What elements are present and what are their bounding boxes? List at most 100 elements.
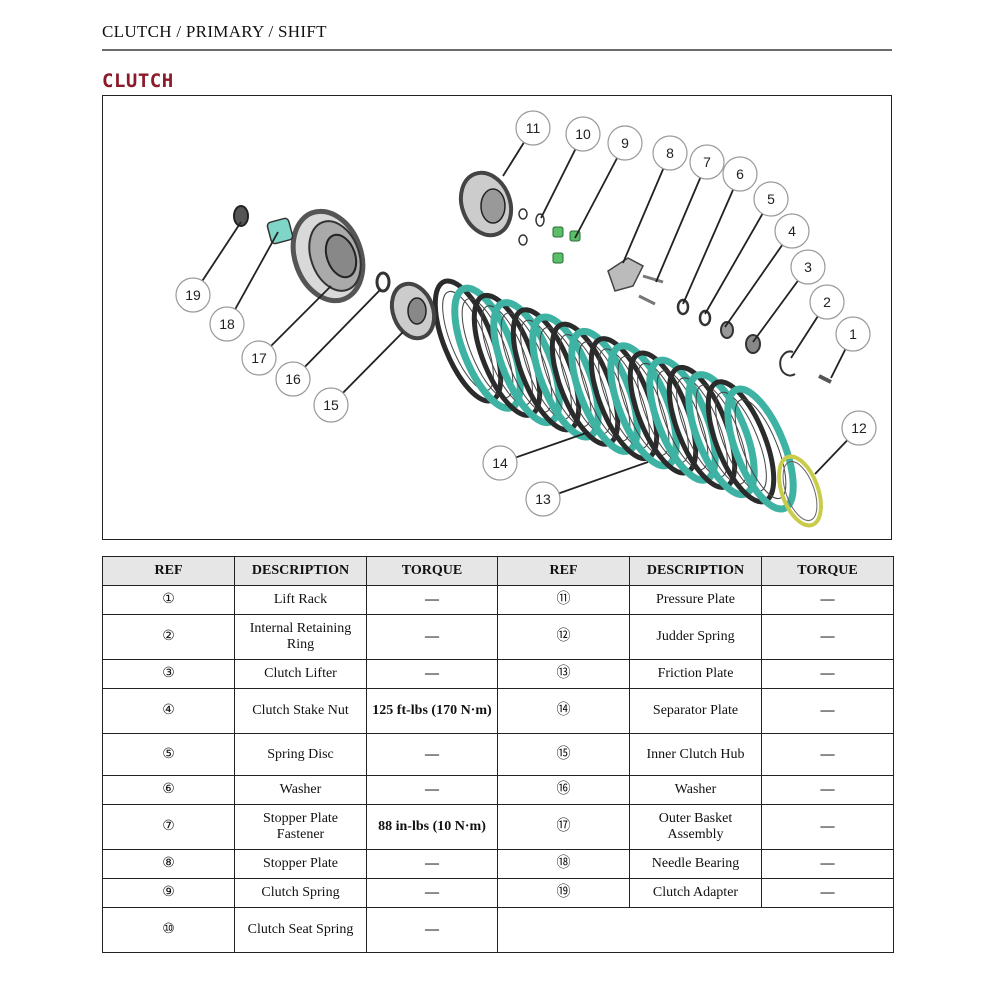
- plate-inner-edge: [442, 290, 494, 392]
- ref-cell: ④: [102, 688, 235, 734]
- plate-inner-edge: [676, 377, 728, 478]
- plate-inner-edge: [539, 326, 592, 428]
- torque-cell: —: [366, 849, 498, 879]
- torque-cell: —: [761, 878, 894, 908]
- inner-clutch-hub-center: [407, 297, 427, 325]
- description-cell: Lift Rack: [234, 585, 367, 615]
- description-cell: Washer: [234, 775, 367, 805]
- ref-cell: ②: [102, 614, 235, 660]
- plate-inner-edge: [500, 312, 553, 413]
- description-cell: Clutch Spring: [234, 878, 367, 908]
- plate-inner-edge: [695, 384, 748, 485]
- plate-inner-edge: [656, 370, 709, 471]
- callout-circle: [241, 340, 277, 376]
- callout-number: 18: [219, 316, 235, 332]
- lift-rack: [818, 374, 832, 384]
- plate-inner-edge: [734, 398, 787, 500]
- plate-inner-edge: [481, 305, 533, 406]
- judder-spring-inner: [782, 460, 818, 522]
- description-cell: Stopper Plate Fastener: [234, 804, 367, 850]
- callout-number: 1: [849, 326, 857, 342]
- ref-cell: ①: [102, 585, 235, 615]
- separator-plate: [666, 364, 738, 490]
- torque-cell: —: [366, 614, 498, 660]
- description-cell: Separator Plate: [629, 688, 762, 734]
- description-cell: Inner Clutch Hub: [629, 733, 762, 776]
- ref-cell: ⑭: [497, 688, 630, 734]
- empty-cell: [497, 907, 894, 953]
- callout-circle: [209, 306, 245, 342]
- diagram-parts: [233, 170, 832, 528]
- torque-cell: —: [761, 775, 894, 805]
- description-cell: Clutch Lifter: [234, 659, 367, 689]
- torque-cell: —: [366, 775, 498, 805]
- description-cell: Needle Bearing: [629, 849, 762, 879]
- torque-cell: —: [761, 585, 894, 615]
- ref-cell: ⑯: [497, 775, 630, 805]
- section-title: CLUTCH: [102, 70, 174, 92]
- spring-disc: [698, 309, 712, 327]
- plate-inner-edge: [598, 348, 650, 449]
- callout-number: 19: [185, 287, 201, 303]
- description-cell: Friction Plate: [629, 659, 762, 689]
- clutch-adapter: [233, 205, 249, 227]
- clutch-seat-spring: [535, 213, 545, 227]
- ref-cell: ⑫: [497, 614, 630, 660]
- outer-basket-center: [324, 233, 358, 279]
- clutch-seat-spring: [518, 208, 528, 220]
- washer: [676, 298, 690, 316]
- friction-plate: [724, 385, 797, 513]
- callout-circle: [809, 284, 845, 320]
- stopper-plate-fastener: [638, 294, 656, 306]
- callout-circle: [515, 110, 551, 146]
- page-title: CLUTCH / PRIMARY / SHIFT: [102, 22, 327, 41]
- ref-cell: ⑩: [102, 907, 235, 953]
- callout-number: 13: [535, 491, 551, 507]
- description-cell: Clutch Seat Spring: [234, 907, 367, 953]
- callout-number: 2: [823, 294, 831, 310]
- plate-inner-edge: [617, 355, 670, 456]
- torque-cell: —: [761, 733, 894, 776]
- callout-circle: [525, 481, 561, 517]
- col-header-description: DESCRIPTION: [234, 556, 367, 586]
- torque-cell: —: [366, 733, 498, 776]
- callout-circle: [841, 410, 877, 446]
- callout-circle: [722, 156, 758, 192]
- description-cell: Stopper Plate: [234, 849, 367, 879]
- separator-plate: [549, 321, 621, 447]
- pressure-plate-center: [480, 188, 506, 224]
- clutch-plate-stack: [432, 278, 797, 513]
- description-cell: Washer: [629, 775, 762, 805]
- description-cell: Clutch Adapter: [629, 878, 762, 908]
- callout-number: 14: [492, 455, 508, 471]
- ref-cell: ⑥: [102, 775, 235, 805]
- callout-circle: [482, 445, 518, 481]
- col-header-torque: TORQUE: [366, 556, 498, 586]
- separator-plate: [705, 379, 777, 505]
- callout-number: 12: [851, 420, 867, 436]
- col-header-ref: REF: [497, 556, 630, 586]
- stopper-plate-fastener: [642, 274, 664, 284]
- callout-number: 11: [526, 120, 541, 136]
- clutch-spring: [552, 252, 564, 264]
- callout-number: 3: [804, 259, 812, 275]
- description-cell: Outer Basket Assembly: [629, 804, 762, 850]
- ref-cell: ⑨: [102, 878, 235, 908]
- torque-cell: —: [366, 659, 498, 689]
- stopper-plate: [607, 257, 644, 292]
- separator-plate: [510, 307, 582, 433]
- callout-circle: [652, 135, 688, 171]
- callout-circle: [175, 277, 211, 313]
- torque-cell: —: [761, 659, 894, 689]
- callout-number: 5: [767, 191, 775, 207]
- plate-inner-edge: [715, 391, 767, 492]
- ref-cell: ③: [102, 659, 235, 689]
- callout-leader: [542, 461, 649, 500]
